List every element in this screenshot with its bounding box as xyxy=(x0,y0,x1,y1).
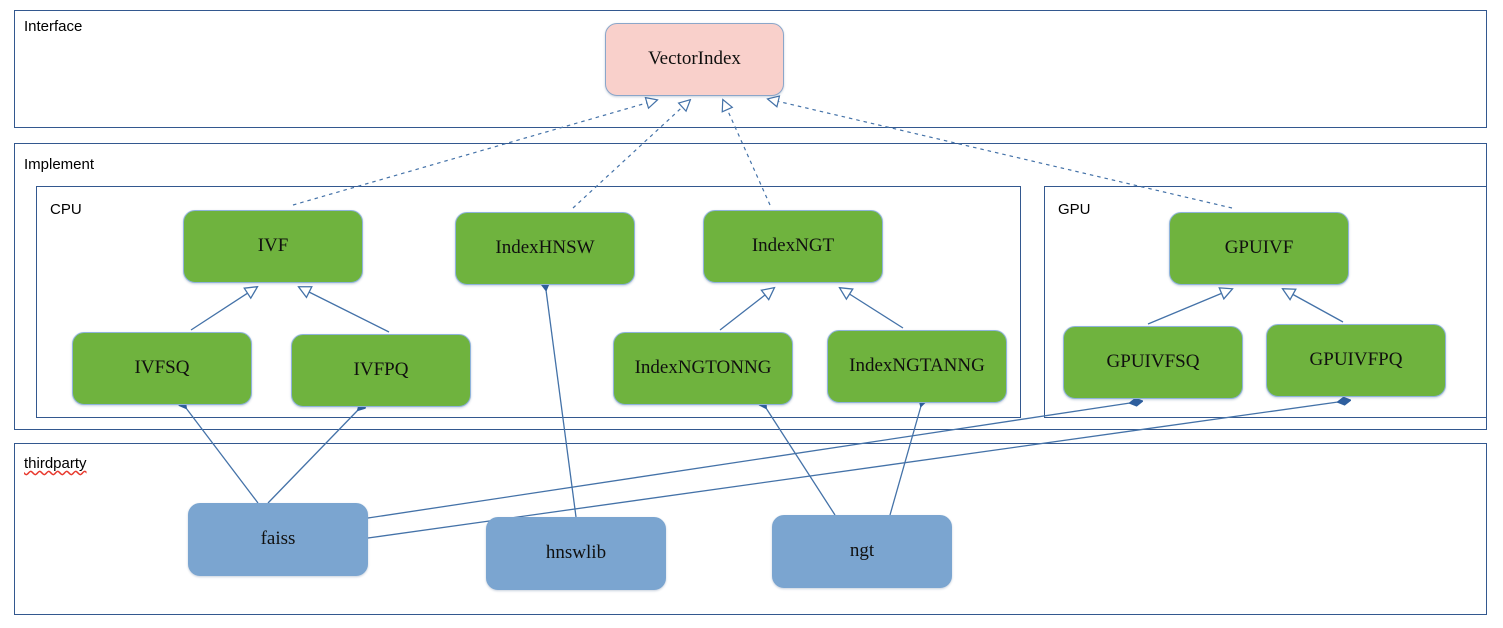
node-indexngtanng[interactable]: IndexNGTANNG xyxy=(827,330,1007,403)
node-hnswlib[interactable]: hnswlib xyxy=(486,517,666,590)
node-vectorindex[interactable]: VectorIndex xyxy=(605,23,784,96)
container-label-cpu: CPU xyxy=(50,201,82,218)
container-label-thirdparty: thirdparty xyxy=(24,455,87,472)
node-ivfpq[interactable]: IVFPQ xyxy=(291,334,471,407)
container-label-gpu: GPU xyxy=(1058,201,1091,218)
node-indexngtonng[interactable]: IndexNGTONNG xyxy=(613,332,793,405)
node-indexhnsw[interactable]: IndexHNSW xyxy=(455,212,635,285)
node-gpuivf[interactable]: GPUIVF xyxy=(1169,212,1349,285)
node-faiss[interactable]: faiss xyxy=(188,503,368,576)
node-gpuivfsq[interactable]: GPUIVFSQ xyxy=(1063,326,1243,399)
container-label-interface: Interface xyxy=(24,18,83,35)
node-ivf[interactable]: IVF xyxy=(183,210,363,283)
node-ivfsq[interactable]: IVFSQ xyxy=(72,332,252,405)
container-label-implement: Implement xyxy=(24,156,95,173)
node-indexngt[interactable]: IndexNGT xyxy=(703,210,883,283)
node-gpuivfpq[interactable]: GPUIVFPQ xyxy=(1266,324,1446,397)
node-ngt[interactable]: ngt xyxy=(772,515,952,588)
